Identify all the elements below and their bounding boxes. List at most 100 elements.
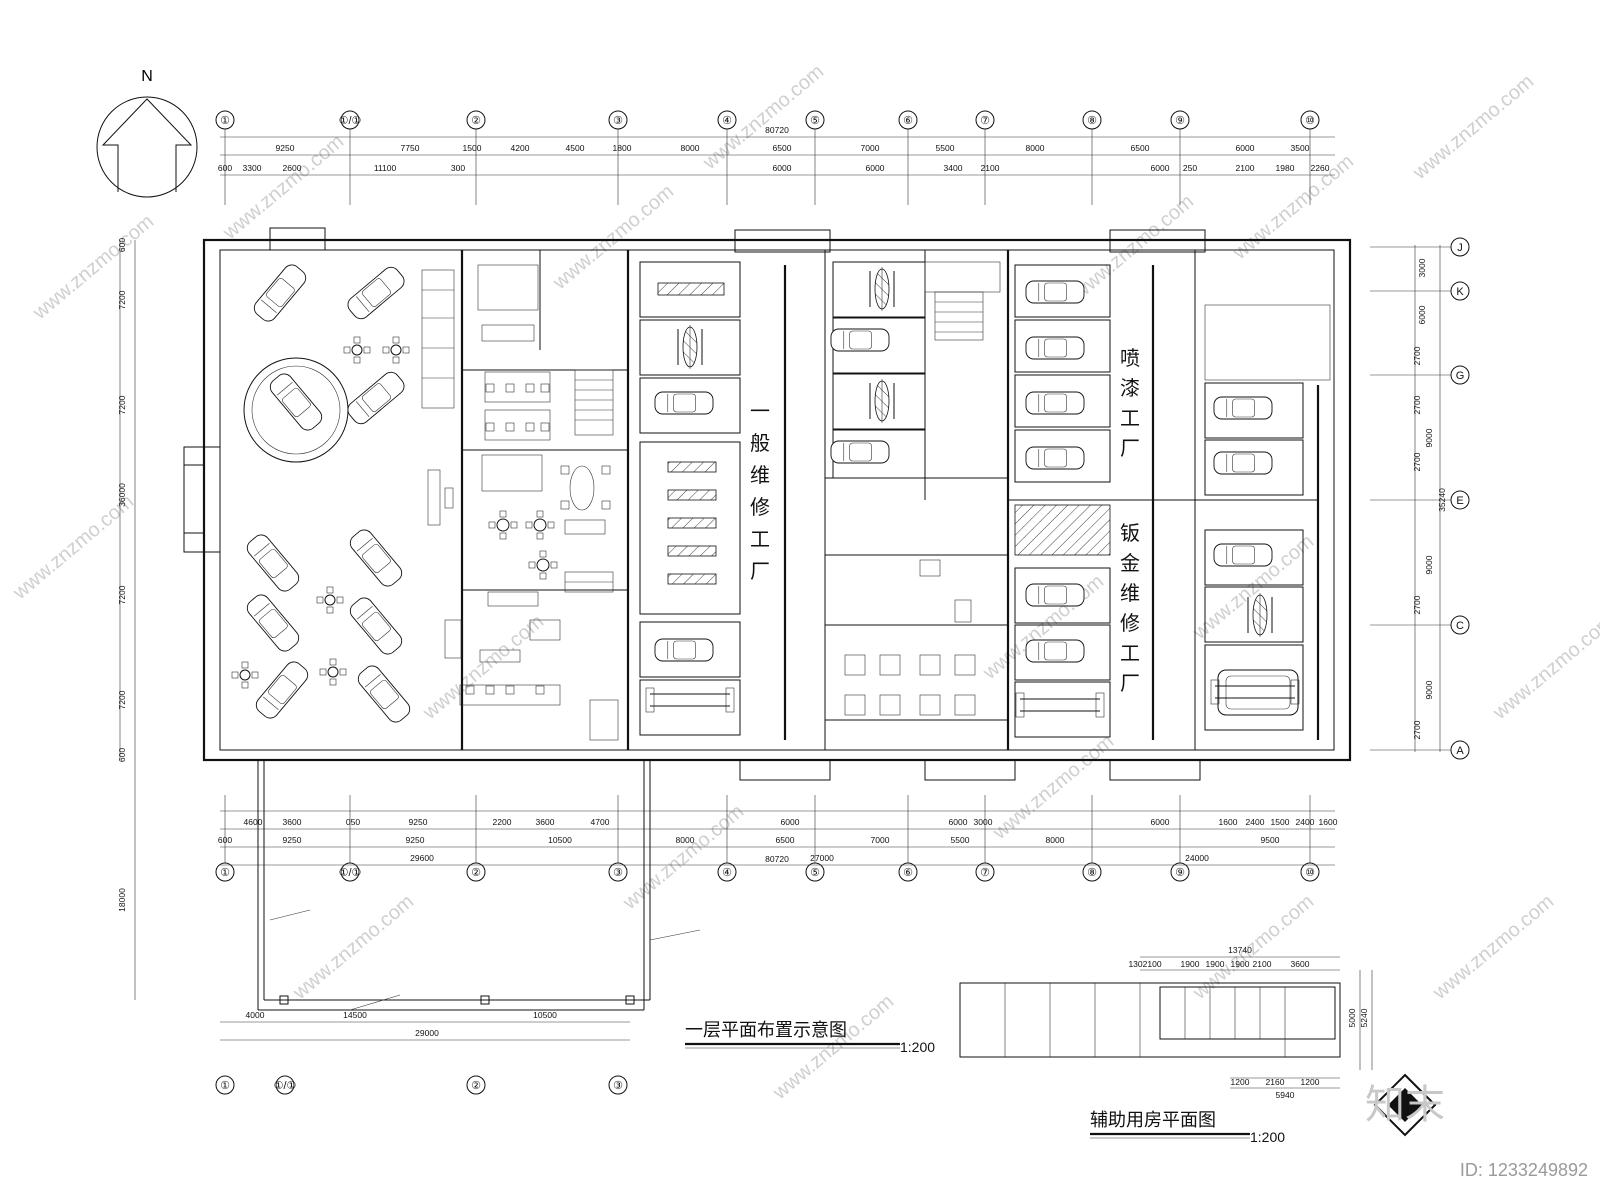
car-icon: [1025, 446, 1085, 470]
axis-label-top: ①: [220, 115, 230, 127]
dim-label: 7000: [861, 143, 880, 153]
dim-label: 6000: [1151, 163, 1170, 173]
dim-label: 1900: [1181, 959, 1200, 969]
dim-label: 1600: [1219, 817, 1238, 827]
axis-label-annex: ①/①: [274, 1080, 297, 1092]
dim-label: 7750: [401, 143, 420, 153]
dim-label: 7000: [871, 835, 890, 845]
chair-icon: [560, 465, 570, 475]
general-repair-bays: [639, 261, 741, 736]
axis-label-top: ⑦: [980, 115, 990, 127]
watermark-text: www.znzmo.com: [418, 611, 548, 725]
dim-label: 5000: [1347, 1008, 1357, 1027]
right-dims: 3000600027002700900027009000270090002700…: [1412, 258, 1447, 739]
dim-label: 2160: [1266, 1077, 1285, 1087]
brand-text: 知末: [1365, 1082, 1445, 1128]
lift-icon: [1247, 593, 1273, 637]
axis-label-top: ③: [613, 115, 623, 127]
axis-label-bottom: ⑤: [810, 867, 820, 879]
dim-label: 2100: [981, 163, 1000, 173]
dim-label: 4600: [244, 817, 263, 827]
axis-label-top: ⑧: [1087, 115, 1097, 127]
office-chairs: [465, 383, 611, 695]
dim-label: 600: [117, 748, 127, 762]
dim-label: 600: [117, 238, 127, 252]
car-icon: [830, 440, 890, 464]
chair-icon: [525, 383, 535, 393]
dim-label: 4000: [246, 1010, 265, 1020]
watermark-text: www.znzmo.com: [1488, 611, 1600, 725]
room-label-char: 般: [750, 431, 770, 455]
axis-label-top: ④: [722, 115, 732, 127]
dim-label: 4500: [566, 143, 585, 153]
watermark-text: www.znzmo.com: [618, 801, 748, 915]
north-label: N: [141, 68, 153, 85]
dim-label: 3400: [944, 163, 963, 173]
dim-label: 6500: [773, 143, 792, 153]
car-icon: [830, 328, 890, 352]
dim-label: 9000: [1424, 428, 1434, 447]
dim-label: 1800: [613, 143, 632, 153]
dim-label: 1980: [1276, 163, 1295, 173]
annex-total-dim: 29000: [415, 1028, 439, 1038]
dim-label: 4200: [511, 143, 530, 153]
dim-label: 5500: [936, 143, 955, 153]
top-dimension-lines: 80720: [220, 125, 1335, 176]
dim-label: 6000: [949, 817, 968, 827]
brand-logo: 知末: [1365, 1073, 1445, 1137]
dim-label: 5940: [1276, 1090, 1295, 1100]
aux-building-plan: [959, 956, 1373, 1089]
chair-icon: [485, 685, 495, 695]
dim-label: 2700: [1412, 595, 1422, 614]
dim-label: 2700: [1412, 720, 1422, 739]
dim-label: 8000: [1046, 835, 1065, 845]
axis-label-top: ①/①: [339, 115, 362, 127]
dim-label: 3300: [243, 163, 262, 173]
dim-label: 6000: [1236, 143, 1255, 153]
dim-label: 10500: [548, 835, 572, 845]
room-label-char: 厂: [1120, 436, 1140, 460]
annex-outline: [220, 760, 701, 1041]
chair-icon: [535, 685, 545, 695]
axis-label-bottom: ⑦: [980, 867, 990, 879]
lift-icon: [677, 325, 703, 369]
round-table-icon: [319, 658, 347, 686]
car-icon: [349, 529, 403, 587]
dim-label: 6500: [776, 835, 795, 845]
car-icon: [654, 391, 714, 415]
dim-label: 2400: [1246, 817, 1265, 827]
dim-label: 8000: [676, 835, 695, 845]
paint-bays: [1014, 264, 1331, 738]
main-title: 一层平面布置示意图: [685, 1020, 847, 1041]
dim-label: 7200: [117, 690, 127, 709]
room-label-char: 修: [1120, 611, 1140, 635]
dim-label: 4700: [591, 817, 610, 827]
dim-label: 9000: [1424, 680, 1434, 699]
dim-label: 2400: [1296, 817, 1315, 827]
axis-label-right: A: [1456, 745, 1464, 757]
chair-icon: [485, 383, 495, 393]
right-dimension-lines: [1414, 245, 1441, 752]
axis-label-top: ⑤: [810, 115, 820, 127]
car-icon: [654, 638, 714, 662]
car-icon: [1025, 280, 1085, 304]
chair-icon: [560, 500, 570, 510]
dim-label: 5240: [1359, 1008, 1369, 1027]
dim-label: 3500: [1291, 143, 1310, 153]
car-icon: [1025, 336, 1085, 360]
dim-label: 11100: [374, 163, 397, 173]
axis-label-top: ⑨: [1175, 115, 1185, 127]
dim-label: 3000: [1417, 258, 1427, 277]
room-label-char: 维: [1120, 581, 1140, 605]
dim-label: 6000: [773, 163, 792, 173]
axis-label-right: G: [1456, 370, 1465, 382]
round-table-icon: [382, 336, 410, 364]
car-icon: [246, 534, 300, 592]
dim-label: 27000: [810, 853, 834, 863]
